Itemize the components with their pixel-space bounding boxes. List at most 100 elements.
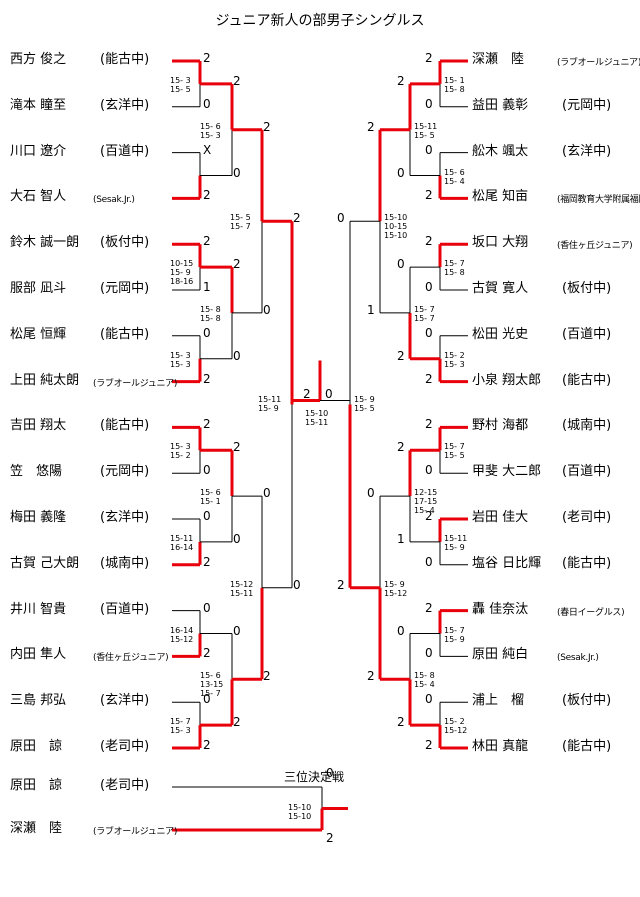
player-club: (香住ヶ丘ジュニア): [557, 241, 633, 252]
player-name: 松尾 知亩: [472, 189, 529, 205]
player-club: (城南中): [100, 555, 150, 571]
player-name: 甲斐 大二郎: [472, 464, 542, 480]
match-score: 0: [326, 766, 334, 780]
match-score: 0: [425, 325, 433, 340]
player-name: 塩谷 日比輝: [472, 555, 542, 571]
player-club: (板付中): [562, 693, 612, 709]
game-scores: 15-11 15- 5: [414, 121, 438, 140]
player-club: (元岡中): [562, 97, 612, 113]
round-score: 1: [367, 302, 375, 317]
player-club: (ラブオールジュニア): [557, 58, 640, 68]
player-club: (能古中): [100, 418, 150, 434]
match-score: 2: [425, 371, 433, 386]
game-scores: 15- 8 15- 4: [414, 671, 435, 690]
match-score: 2: [203, 554, 211, 569]
third-place-title: 三位決定戦: [284, 770, 345, 784]
match-score: 1: [203, 280, 211, 294]
round-score: 0: [325, 386, 333, 401]
match-score: 2: [425, 51, 433, 65]
player-club: (Sesak.Jr.): [93, 195, 135, 206]
game-scores: 15- 8 15- 8: [200, 304, 221, 323]
player-club: (百道中): [562, 464, 612, 480]
match-score: 2: [203, 646, 211, 661]
round-score: 0: [263, 302, 271, 317]
game-scores: 16-14 15-12: [170, 625, 194, 644]
round-score: 2: [303, 386, 311, 401]
player-name: 深瀬 陸: [10, 821, 63, 836]
player-club: (能古中): [562, 555, 612, 571]
player-club: (Sesak.Jr.): [557, 653, 599, 664]
game-scores: 15- 7 15- 9: [444, 625, 465, 644]
match-score: 2: [425, 509, 433, 523]
player-club: (百道中): [100, 143, 150, 159]
player-name: 林田 真龍: [472, 739, 529, 754]
round-score: 0: [337, 211, 345, 226]
player-name: 原田 純白: [472, 647, 529, 663]
game-scores: 15- 1 15- 8: [444, 75, 465, 94]
player-name: 滝本 瞳至: [10, 97, 67, 113]
game-scores: 12-15 17-15 15- 4: [414, 488, 438, 516]
player-club: (玄洋中): [100, 510, 150, 525]
round-score: 2: [233, 257, 241, 272]
game-scores: 15-11 15- 9: [258, 394, 282, 413]
player-name: 川口 遼介: [10, 143, 67, 159]
player-name: 大石 智人: [10, 189, 67, 205]
round-score: 2: [367, 669, 375, 684]
round-score: 2: [397, 73, 405, 88]
round-score: 0: [293, 577, 301, 592]
match-score: 2: [203, 417, 211, 432]
round-score: 2: [263, 669, 271, 684]
round-score: 2: [293, 211, 301, 226]
player-name: 上田 純太朗: [10, 372, 80, 388]
player-club: (玄洋中): [100, 97, 150, 113]
player-club: (元岡中): [100, 281, 150, 296]
round-score: 2: [397, 348, 405, 363]
round-score: 2: [233, 73, 241, 88]
game-scores: 15- 3 15- 3: [170, 350, 191, 369]
round-score: 0: [397, 165, 405, 180]
player-name: 小泉 翔太郎: [472, 372, 542, 388]
game-scores: 15-10 15-10: [288, 802, 312, 821]
match-score: 0: [203, 692, 211, 707]
match-score: 0: [203, 96, 211, 111]
round-score: 0: [263, 486, 271, 501]
match-score: 0: [425, 142, 433, 157]
game-scores: 15-11 16-14: [170, 533, 194, 552]
round-score: 0: [397, 257, 405, 272]
game-scores: 10-15 15- 9 18-16: [170, 259, 194, 287]
player-club: (老司中): [100, 739, 150, 754]
player-club: (老司中): [100, 778, 150, 793]
game-scores: 15- 6 13-15 15- 7: [200, 671, 224, 699]
match-score: 0: [203, 463, 211, 478]
match-score: 0: [425, 280, 433, 294]
round-score: 2: [337, 577, 345, 592]
player-club: (ラブオールジュニア): [93, 827, 178, 837]
player-name: 服部 凪斗: [10, 281, 67, 296]
player-club: (城南中): [562, 418, 612, 434]
player-name: 西方 俊之: [10, 52, 67, 67]
game-scores: 15- 7 15- 5: [444, 442, 465, 461]
match-score: 2: [425, 417, 433, 432]
match-score: 0: [425, 692, 433, 707]
player-name: 梅田 義隆: [10, 510, 67, 525]
player-name: 益田 義彰: [472, 97, 529, 113]
match-score: 2: [425, 234, 433, 249]
player-name: 岩田 佳大: [472, 510, 529, 525]
match-score: 0: [203, 509, 211, 523]
player-club: (元岡中): [100, 464, 150, 480]
round-score: 0: [233, 531, 241, 546]
game-scores: 15- 6 15- 3: [200, 121, 221, 140]
player-club: (玄洋中): [562, 143, 612, 159]
player-name: 深瀬 陸: [472, 52, 525, 67]
match-score: 2: [203, 188, 211, 203]
game-scores: 15- 9 15- 5: [354, 394, 375, 413]
player-club: (能古中): [562, 372, 612, 388]
game-scores: 15- 3 15- 5: [170, 75, 191, 94]
player-club: (百道中): [562, 326, 612, 342]
player-club: (能古中): [100, 52, 150, 67]
match-score: 0: [425, 96, 433, 111]
match-score: 0: [425, 646, 433, 661]
game-scores: 15- 6 15- 4: [444, 167, 465, 186]
player-name: 井川 智貴: [10, 601, 67, 617]
player-name: 浦上 榴: [472, 693, 525, 709]
